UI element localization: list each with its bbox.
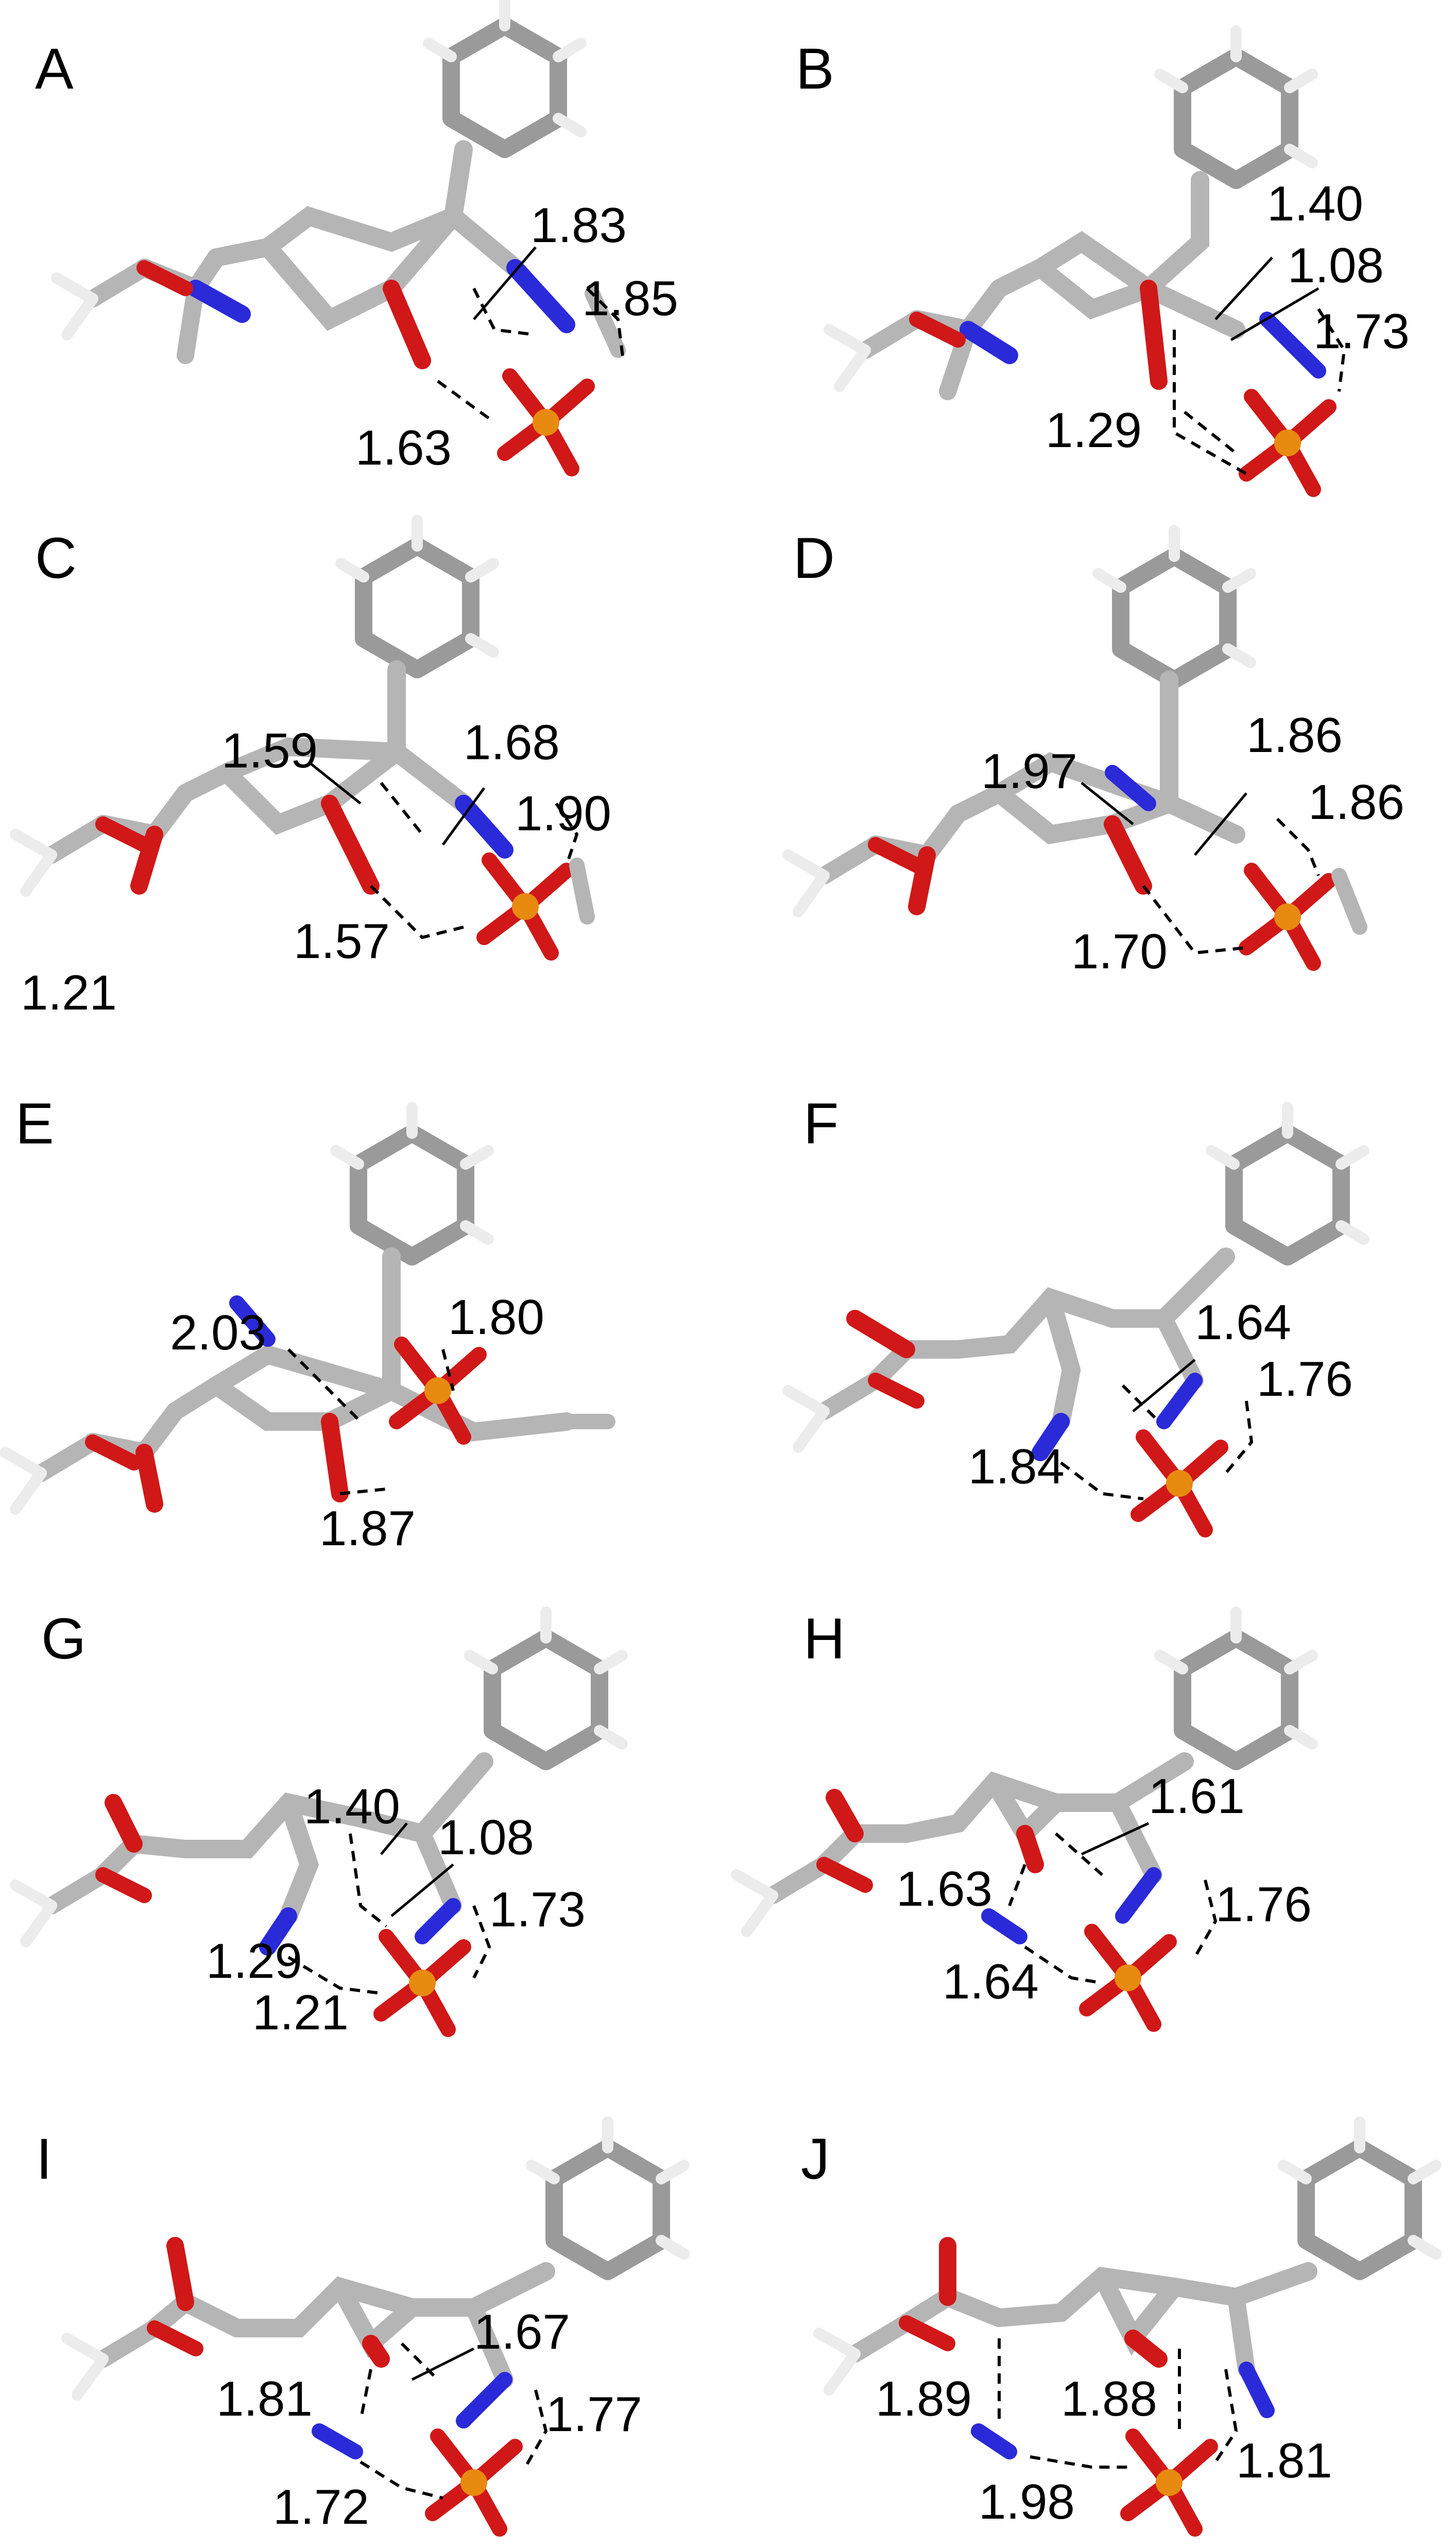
- distance-label: 1.63: [896, 1861, 992, 1917]
- distance-label: 1.72: [273, 2479, 369, 2535]
- panel-a: A 1.83 1.85 1.63: [35, 0, 678, 475]
- distance-label: 1.61: [1149, 1769, 1245, 1824]
- panel-label-g: G: [41, 1606, 86, 1671]
- distance-label: 1.81: [216, 2371, 313, 2426]
- molecule-a: [57, 0, 626, 469]
- molecule-j: [819, 2122, 1436, 2529]
- molecule-g: [15, 1612, 622, 2029]
- panel-e: E 2.03 1.80 1.87: [5, 1091, 615, 1556]
- distance-label: 1.68: [464, 715, 560, 770]
- distance-label: 1.64: [943, 1954, 1039, 2009]
- distance-label: 1.80: [448, 1290, 544, 1345]
- distance-label: 1.29: [1046, 403, 1142, 458]
- distance-label: 1.21: [252, 1985, 349, 2040]
- distance-label: 1.85: [582, 271, 678, 326]
- molecule-c: [15, 520, 595, 953]
- distance-label: 1.59: [221, 723, 318, 778]
- distance-label: 1.89: [876, 2371, 972, 2426]
- panel-i: I 1.67 1.81 1.77 1.72: [36, 2122, 684, 2535]
- distance-label: 1.73: [489, 1882, 586, 1937]
- distance-label: 1.90: [515, 786, 611, 841]
- distance-label: 1.64: [1195, 1295, 1291, 1350]
- panel-d: D 1.97 1.86 1.86 1.70: [788, 526, 1404, 979]
- panel-h: H 1.61 1.63 1.76 1.64: [736, 1606, 1312, 2024]
- panel-label-d: D: [793, 526, 835, 590]
- panel-label-c: C: [35, 526, 77, 590]
- panel-label-j: J: [801, 2127, 830, 2191]
- molecule-f: [788, 1107, 1364, 1530]
- distance-label: 1.83: [530, 198, 627, 253]
- distance-label: 1.21: [21, 965, 117, 1020]
- distance-label: 1.97: [981, 744, 1077, 799]
- distance-label: 1.08: [438, 1810, 534, 1865]
- panel-label-i: I: [36, 2127, 52, 2191]
- distance-label: 1.98: [979, 2474, 1075, 2529]
- distance-label: 1.67: [474, 2304, 570, 2359]
- distance-label: 1.70: [1071, 924, 1168, 979]
- molecule-h: [736, 1612, 1312, 2024]
- distance-label: 1.40: [304, 1779, 400, 1834]
- panel-c: C 1.59 1.68 1.90 1.57 1.21: [15, 520, 611, 1020]
- panel-label-e: E: [15, 1091, 54, 1156]
- molecule-i: [67, 2122, 684, 2529]
- distance-label: 1.29: [206, 1934, 302, 1989]
- panel-j: J 1.89 1.88 1.81 1.98: [801, 2122, 1436, 2529]
- panel-f: F 1.64 1.76 1.84: [788, 1091, 1364, 1530]
- panel-label-b: B: [796, 37, 834, 101]
- distance-label: 1.88: [1061, 2371, 1157, 2426]
- distance-label: 1.86: [1308, 775, 1404, 830]
- distance-label: 1.77: [546, 2387, 642, 2442]
- distance-label: 1.57: [294, 914, 390, 969]
- distance-label: 1.86: [1246, 708, 1343, 763]
- distance-label: 1.81: [1236, 2433, 1332, 2488]
- panel-b: B 1.40 1.08 1.73 1.29: [796, 31, 1410, 489]
- distance-label: 1.40: [1267, 176, 1363, 231]
- distance-label: 1.73: [1313, 304, 1410, 359]
- distance-label: 1.63: [355, 420, 452, 475]
- distance-label: 2.03: [170, 1305, 266, 1360]
- panel-label-f: F: [803, 1091, 838, 1156]
- panel-g: G 1.40 1.08 1.73 1.29 1.21: [15, 1606, 622, 2040]
- panel-label-h: H: [803, 1606, 845, 1671]
- distance-label: 1.87: [319, 1501, 416, 1556]
- distance-label: 1.76: [1257, 1352, 1353, 1407]
- distance-label: 1.84: [968, 1439, 1065, 1494]
- molecule-b: [829, 31, 1329, 489]
- molecule-d: [788, 531, 1367, 963]
- molecule-e: [5, 1107, 615, 1509]
- distance-label: 1.76: [1215, 1877, 1312, 1932]
- distance-label: 1.08: [1288, 238, 1384, 293]
- panel-label-a: A: [35, 37, 74, 101]
